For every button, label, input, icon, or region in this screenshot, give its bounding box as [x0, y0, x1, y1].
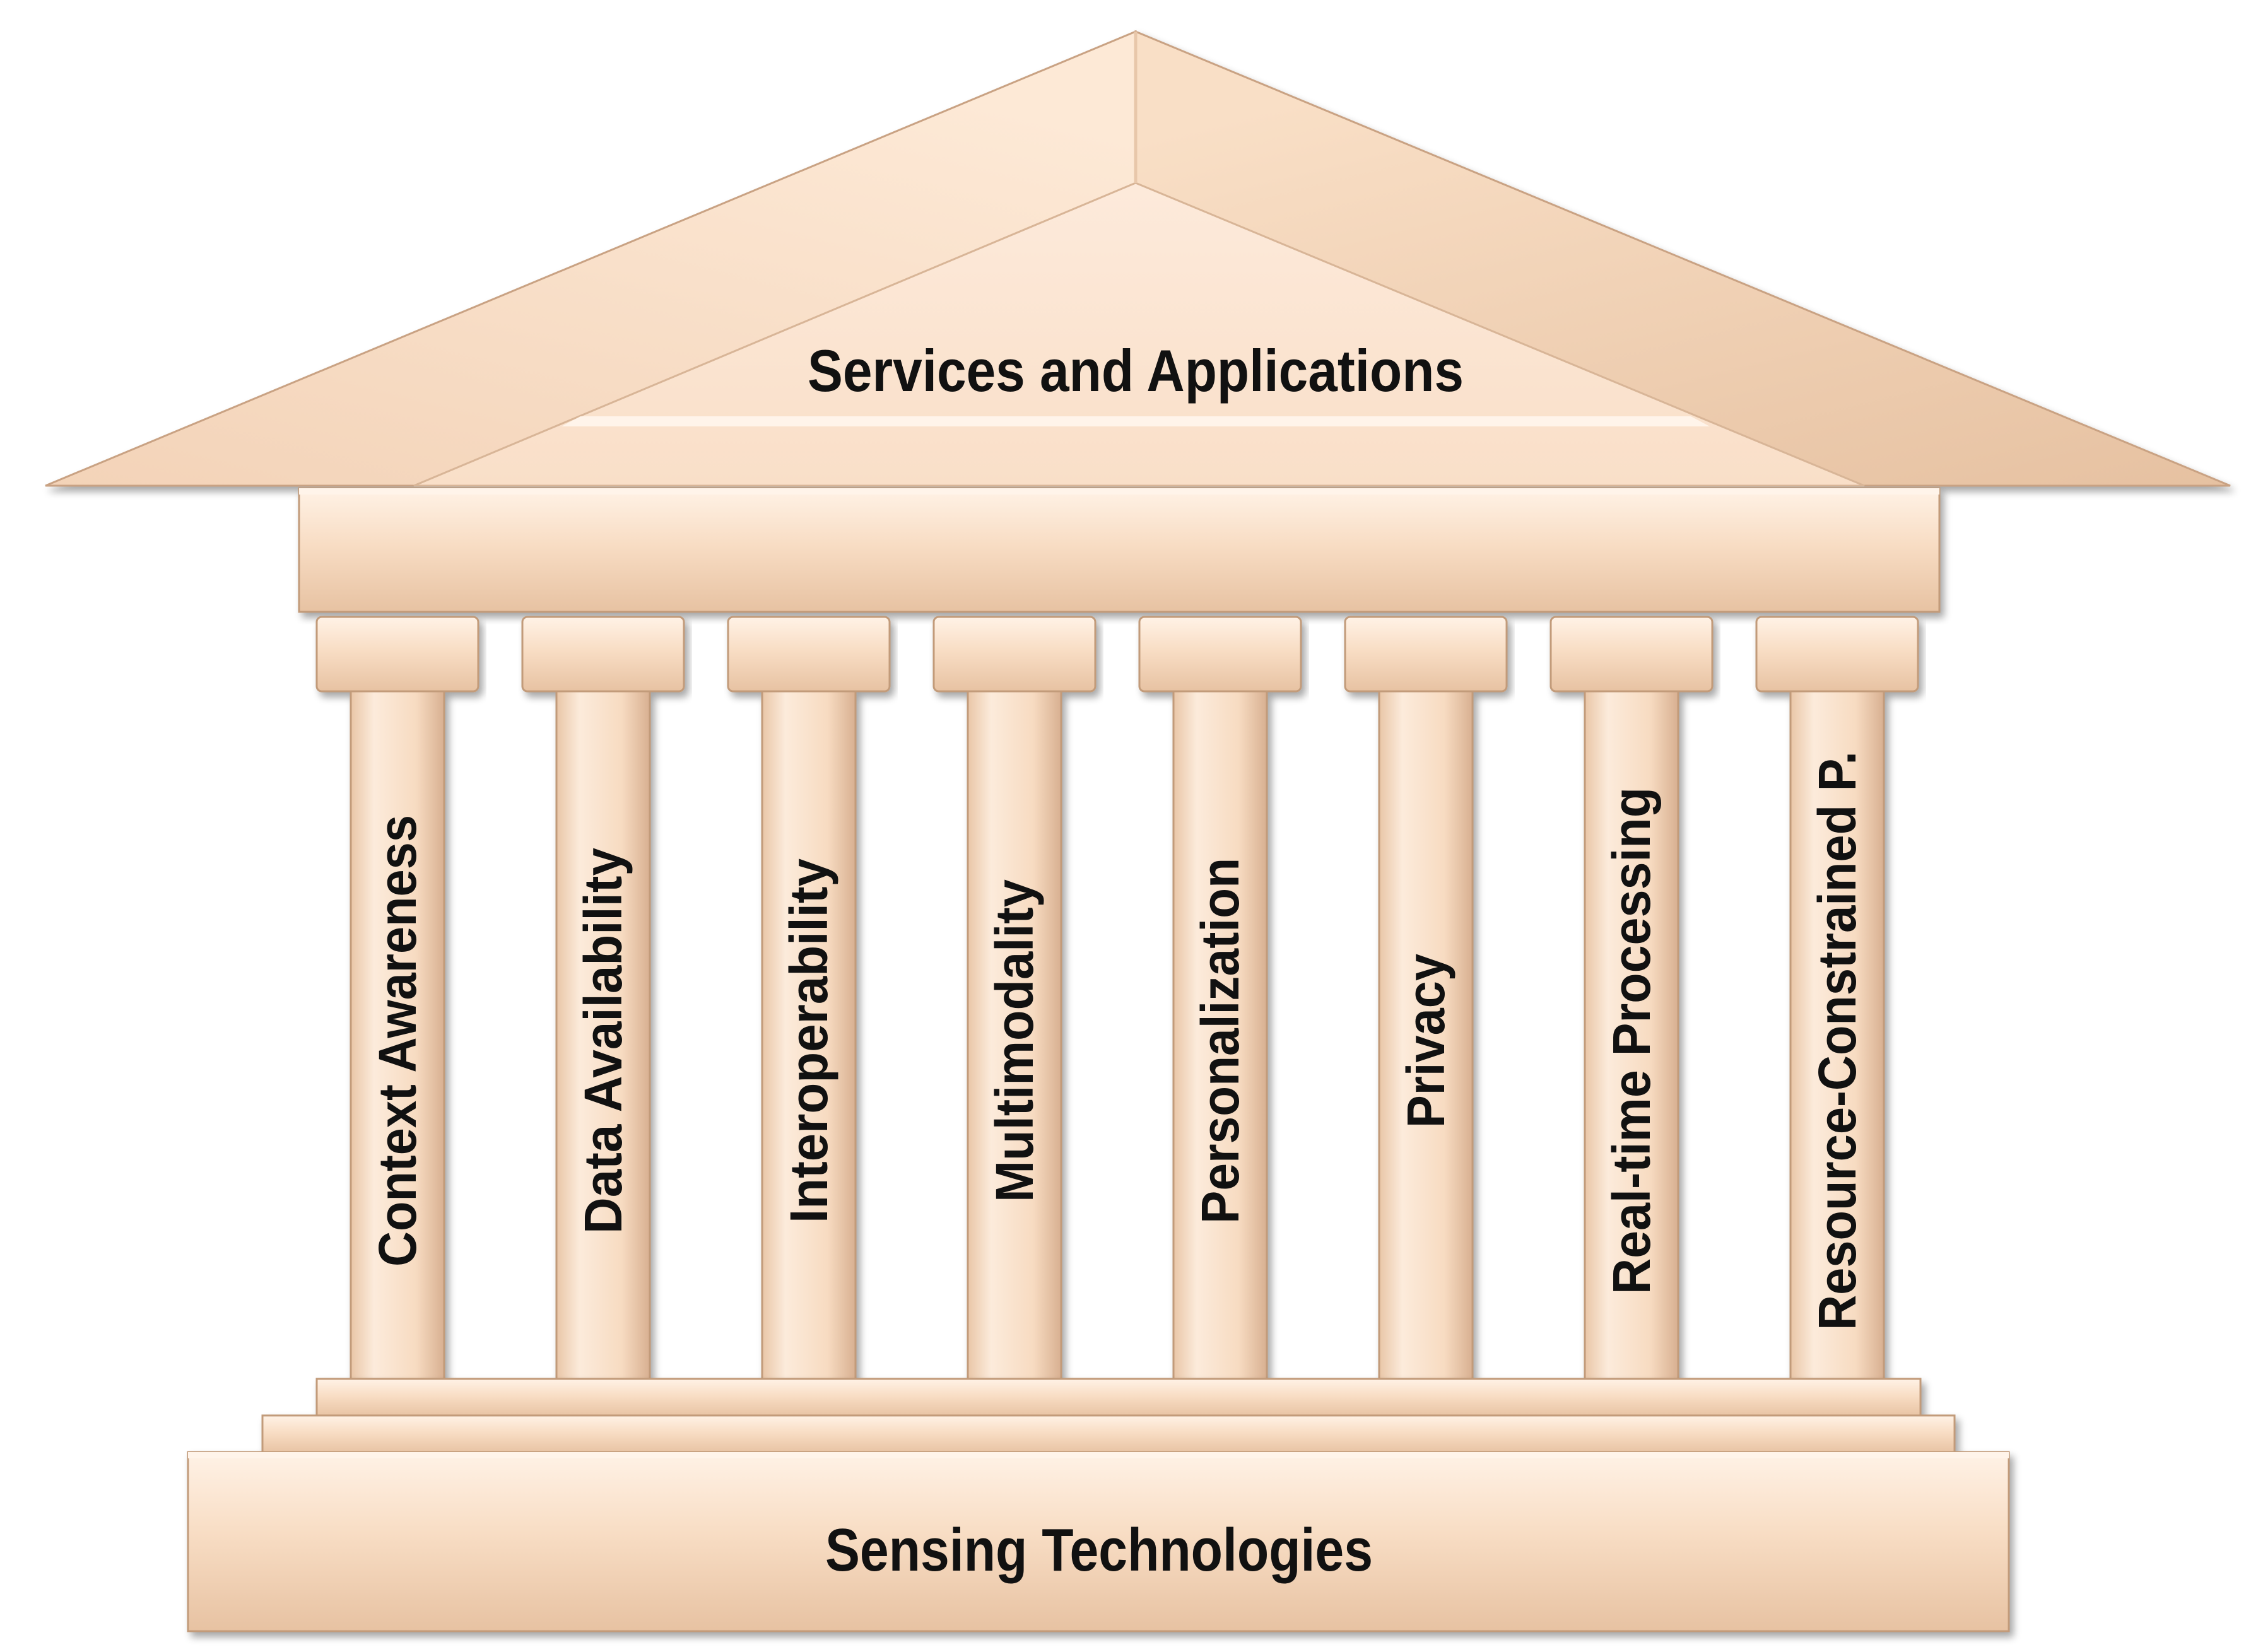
pillar-label: Personalization [1191, 858, 1250, 1224]
pillar-shaft [1584, 688, 1679, 1383]
pillar-capital [727, 616, 891, 693]
pillar-shaft [1789, 688, 1885, 1383]
pillar-privacy [1344, 616, 1508, 1383]
pillar-personalization [1138, 616, 1302, 1383]
pillar-shaft [350, 688, 445, 1383]
pillar-label: Multimodality [985, 879, 1044, 1202]
pillar-resource-constrained-p [1755, 616, 1919, 1383]
pillar-shaft [1378, 688, 1474, 1383]
pillar-real-time-processing [1549, 616, 1714, 1383]
pillar-interoperability [727, 616, 891, 1383]
pillar-capital [1549, 616, 1714, 693]
pillar-capital [521, 616, 685, 693]
base-label: Sensing Technologies [825, 1516, 1373, 1584]
pillar-shaft [555, 688, 651, 1383]
entablature-beam [298, 487, 1941, 613]
pillar-label: Resource-Constrained P. [1808, 751, 1867, 1330]
pillar-capital [1755, 616, 1919, 693]
pillar-label: Privacy [1396, 954, 1455, 1128]
pillar-context-awareness [315, 616, 479, 1383]
pillar-label: Data Availability [573, 848, 633, 1234]
pillars: Context Awareness Data Availability Intero… [315, 616, 1919, 1383]
pillar-label: Real-time Processing [1602, 787, 1661, 1294]
roof-pediment [45, 30, 2231, 487]
pillar-capital [1138, 616, 1302, 693]
pillar-data-availability [521, 616, 685, 1383]
pillar-label: Interoperability [779, 858, 838, 1223]
roof-label: Services and Applications [808, 337, 1464, 404]
pillar-label: Context Awareness [368, 815, 427, 1267]
base-steps [187, 1378, 2010, 1632]
pillar-capital [932, 616, 1097, 693]
pillar-capital [315, 616, 479, 693]
pillar-capital [1344, 616, 1508, 693]
pillar-multimodality [932, 616, 1097, 1383]
